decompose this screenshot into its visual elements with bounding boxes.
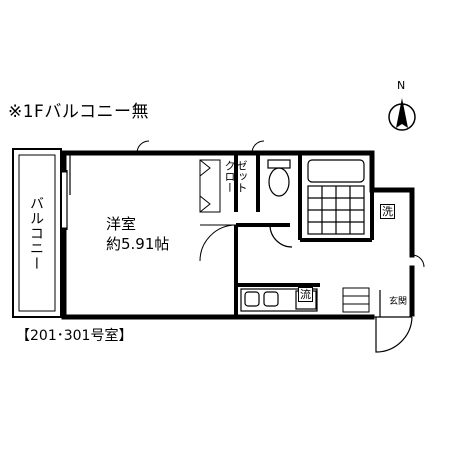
interior-walls (234, 153, 374, 317)
note-text: ※1Fバルコニー無 (8, 102, 149, 122)
bathtub (307, 159, 365, 235)
room-label: 洋室 約5.91帖 (106, 217, 169, 252)
entrance-label: 玄関 (389, 297, 408, 307)
room-size: 約5.91帖 (106, 235, 170, 253)
balcony-label: バルコニー (28, 196, 44, 271)
closet-label-2: ゼット (235, 160, 248, 193)
stairs (342, 287, 370, 313)
entrance-door (372, 290, 413, 353)
toilet (267, 159, 293, 248)
balcony (12, 148, 62, 318)
window (60, 155, 71, 230)
top-door (136, 140, 265, 154)
exterior-walls (61, 150, 415, 320)
north-label: N (397, 79, 406, 92)
compass-icon (388, 98, 416, 131)
kitchen-sink-label: 流 (298, 287, 313, 302)
kitchen-counter (240, 288, 318, 312)
unit-label: 【201･301号室】 (16, 328, 133, 344)
closet-label-1: クロー (223, 160, 236, 193)
room-door (199, 224, 237, 262)
room-name: 洋室 (106, 215, 137, 233)
side-door (411, 254, 425, 268)
closet-doors (199, 159, 221, 213)
bath-sink-label: 洗 (380, 204, 395, 219)
